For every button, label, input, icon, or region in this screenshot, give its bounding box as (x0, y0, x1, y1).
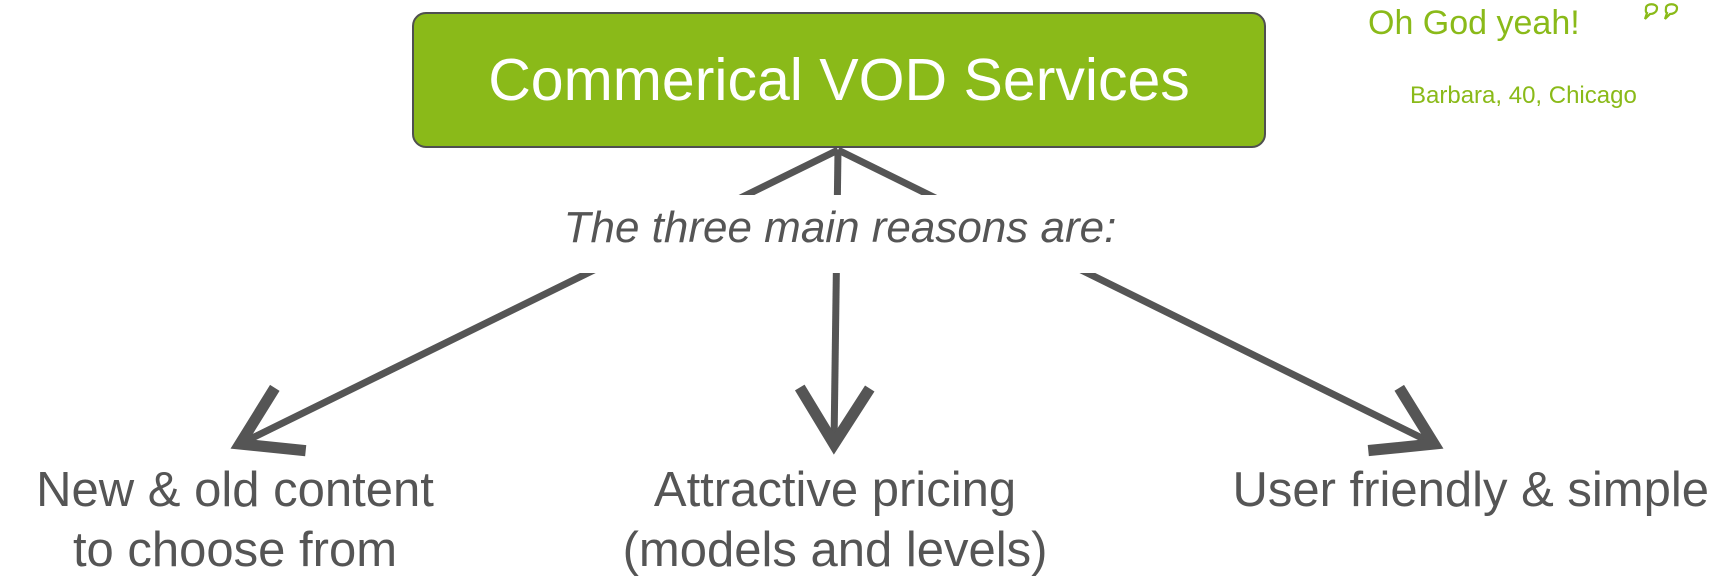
arrow-to-node-0 (230, 146, 840, 457)
child-node-usability: User friendly & simple (1160, 460, 1709, 520)
diagram-subtitle: The three main reasons are: (563, 203, 1117, 252)
arrow-to-node-1 (794, 149, 875, 455)
child-node-content-line-1: New & old content (36, 463, 434, 517)
child-node-pricing: Attractive pricing (models and levels) (590, 460, 1080, 580)
child-node-content: New & old content to choose from (0, 460, 470, 580)
subtitle-mask (540, 195, 1170, 273)
root-node-box (412, 12, 1266, 148)
root-node-title: Commerical VOD Services (488, 47, 1190, 113)
speech-bubbles-icon (1643, 3, 1679, 20)
child-node-usability-line-1: User friendly & simple (1232, 463, 1709, 517)
quote-text: Oh God yeah! (1368, 4, 1580, 42)
quote-author: Barbara, 40, Chicago (1410, 82, 1637, 109)
arrow-to-node-2 (836, 146, 1444, 457)
child-node-pricing-line-1: Attractive pricing (653, 463, 1017, 517)
child-node-pricing-line-2: (models and levels) (622, 523, 1048, 577)
child-node-content-line-2: to choose from (72, 523, 398, 577)
